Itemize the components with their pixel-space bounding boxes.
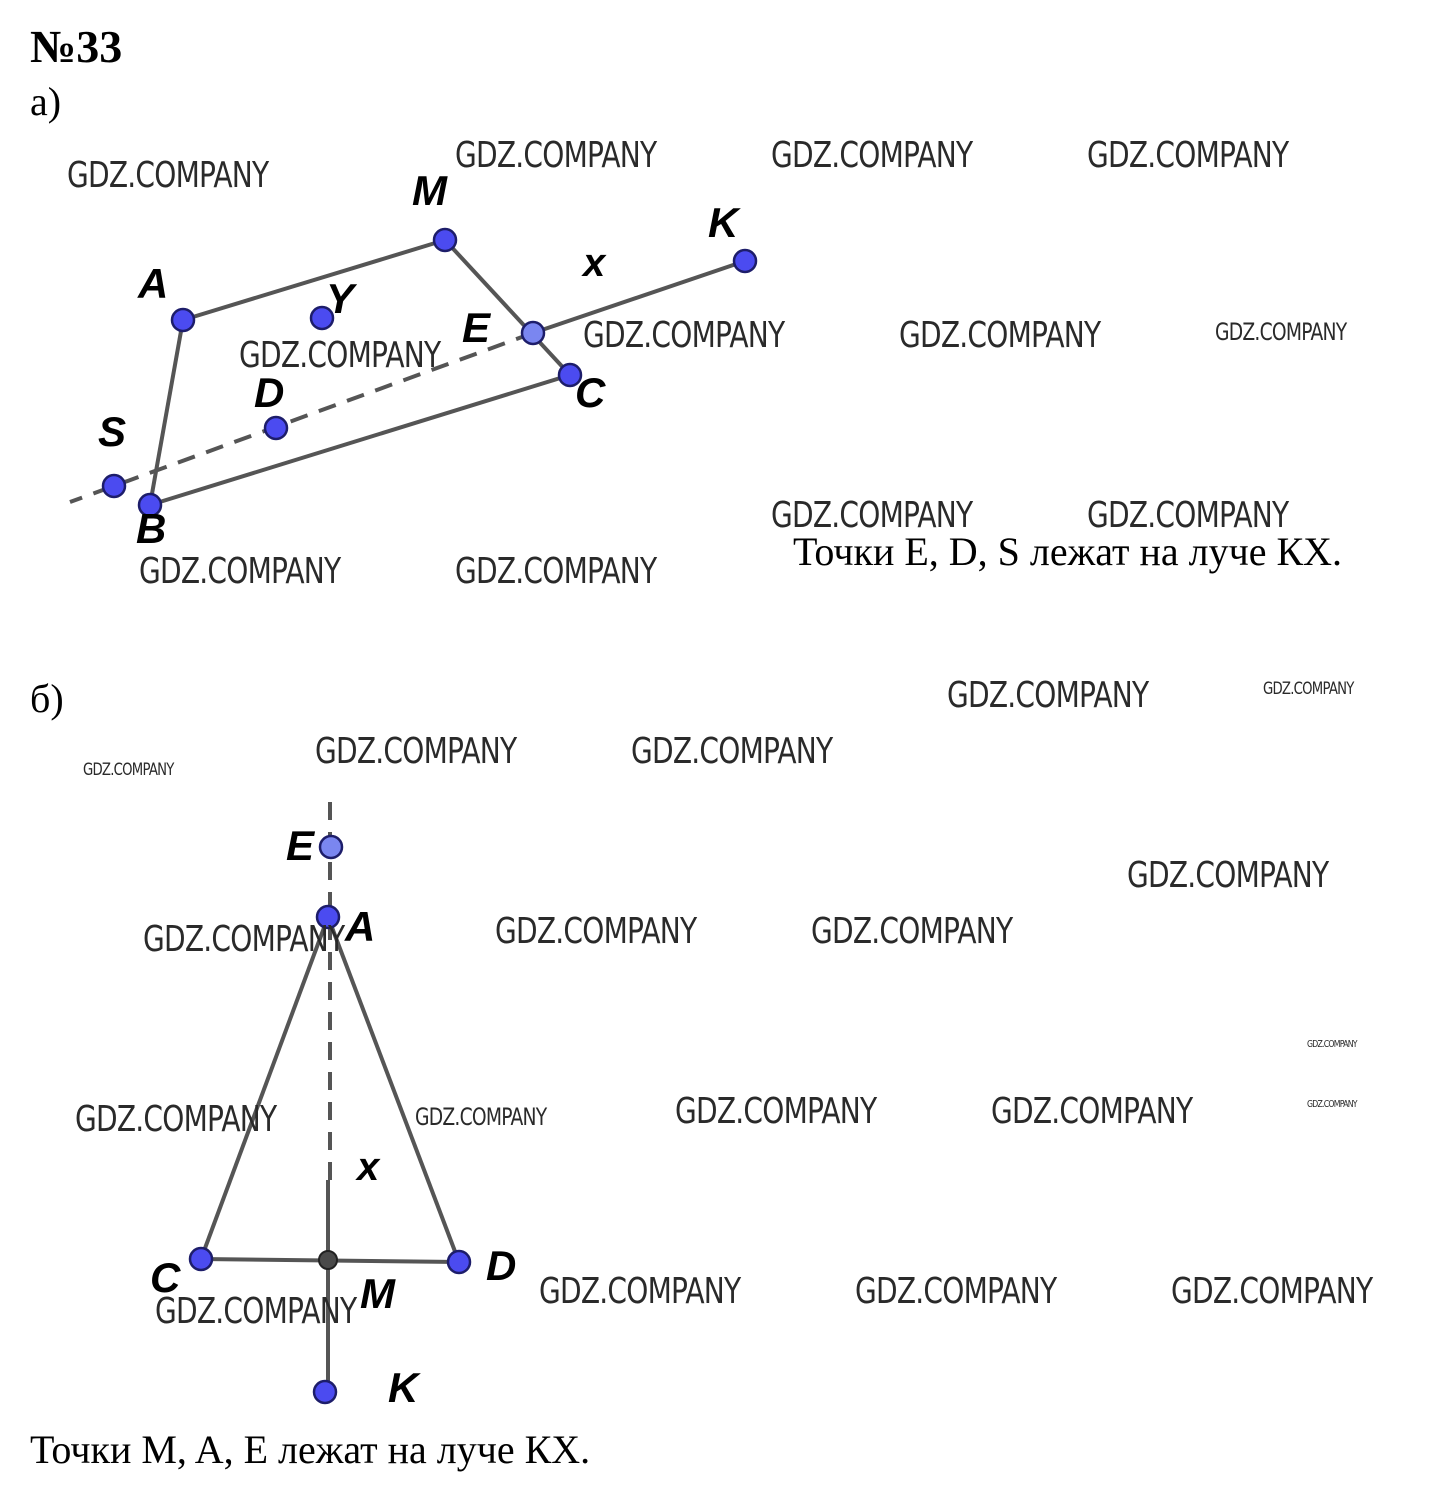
watermark: GDZ.COMPANY (771, 135, 973, 176)
label-a-b: A (344, 903, 375, 950)
ray-k-solid (532, 259, 746, 335)
watermark: GDZ.COMPANY (1087, 495, 1289, 536)
watermark: GDZ.COMPANY (1263, 679, 1354, 699)
point-m-b (318, 1250, 338, 1270)
label-d-b: D (486, 1242, 516, 1289)
figure-b: E A C D M K x (150, 795, 516, 1411)
point-a (170, 307, 196, 333)
point-k-b (312, 1379, 338, 1405)
label-s: S (98, 408, 126, 455)
point-s (101, 473, 127, 499)
point-e (520, 320, 546, 346)
label-m: M (412, 167, 448, 214)
watermark: GDZ.COMPANY (631, 731, 833, 772)
point-b (137, 492, 163, 518)
point-d-b (446, 1249, 472, 1275)
watermark: GDZ.COMPANY (83, 760, 174, 780)
watermark: GDZ.COMPANY (495, 911, 697, 952)
watermark: GDZ.COMPANY (455, 551, 657, 592)
label-m-b: M (360, 1270, 396, 1317)
point-y (309, 305, 335, 331)
point-e-b (318, 834, 344, 860)
label-d: D (254, 369, 284, 416)
part-b-label: б) (30, 676, 64, 721)
point-c (557, 362, 583, 388)
part-a-label: а) (30, 79, 62, 124)
label-x-b: x (355, 1145, 381, 1189)
label-a: A (137, 260, 168, 307)
watermark: GDZ.COMPANY (1215, 318, 1347, 346)
caption-b: Точки M, A, E лежат на луче КХ. (30, 1427, 591, 1472)
watermark: GDZ.COMPANY (415, 1103, 547, 1131)
point-m (432, 227, 458, 253)
label-k: K (708, 199, 741, 246)
watermark: GDZ.COMPANY (155, 1291, 357, 1332)
point-k (732, 248, 758, 274)
label-c-b: C (150, 1254, 181, 1301)
watermark: GDZ.COMPANY (947, 675, 1149, 716)
watermark: GDZ.COMPANY (855, 1271, 1057, 1312)
watermark: GDZ.COMPANY (1087, 135, 1289, 176)
label-x: x (581, 241, 607, 285)
watermark: GDZ.COMPANY (899, 315, 1101, 356)
label-b: B (136, 505, 166, 552)
segment-ac (199, 916, 330, 1260)
watermark: GDZ.COMPANY (239, 335, 441, 376)
problem-number: №33 (30, 21, 123, 72)
label-e: E (462, 304, 492, 351)
watermark: GDZ.COMPANY (67, 155, 269, 196)
point-d (263, 415, 289, 441)
watermark: GDZ.COMPANY (139, 551, 341, 592)
label-e-b: E (286, 822, 316, 869)
segment-mc (443, 238, 572, 377)
watermark: GDZ.COMPANY (143, 919, 345, 960)
watermark: GDZ.COMPANY (811, 911, 1013, 952)
caption-a: Точки E, D, S лежат на луче КХ. (793, 529, 1343, 574)
watermark: GDZ.COMPANY (539, 1271, 741, 1312)
watermark: GDZ.COMPANY (1307, 1099, 1358, 1110)
point-a-b (315, 904, 341, 930)
watermark: GDZ.COMPANY (991, 1091, 1193, 1132)
watermark: GDZ.COMPANY (75, 1099, 277, 1140)
watermark: GDZ.COMPANY (455, 135, 657, 176)
figure-a: A M K x E C B S D Y (69, 167, 758, 552)
point-c-b (188, 1246, 214, 1272)
label-c: C (575, 369, 606, 416)
watermark: GDZ.COMPANY (1307, 1039, 1358, 1050)
ray-k-dashed (69, 331, 534, 504)
label-k-b: K (388, 1364, 421, 1411)
watermark: GDZ.COMPANY (1127, 855, 1329, 896)
segment-am (182, 238, 446, 322)
watermark: GDZ.COMPANY (771, 495, 973, 536)
watermark: GDZ.COMPANY (675, 1091, 877, 1132)
label-y: Y (326, 275, 358, 322)
segment-cb (149, 373, 571, 507)
watermark: GDZ.COMPANY (1171, 1271, 1373, 1312)
watermark: GDZ.COMPANY (315, 731, 517, 772)
segment-ad (326, 916, 461, 1263)
watermark: GDZ.COMPANY (583, 315, 785, 356)
segment-ba (148, 319, 185, 506)
